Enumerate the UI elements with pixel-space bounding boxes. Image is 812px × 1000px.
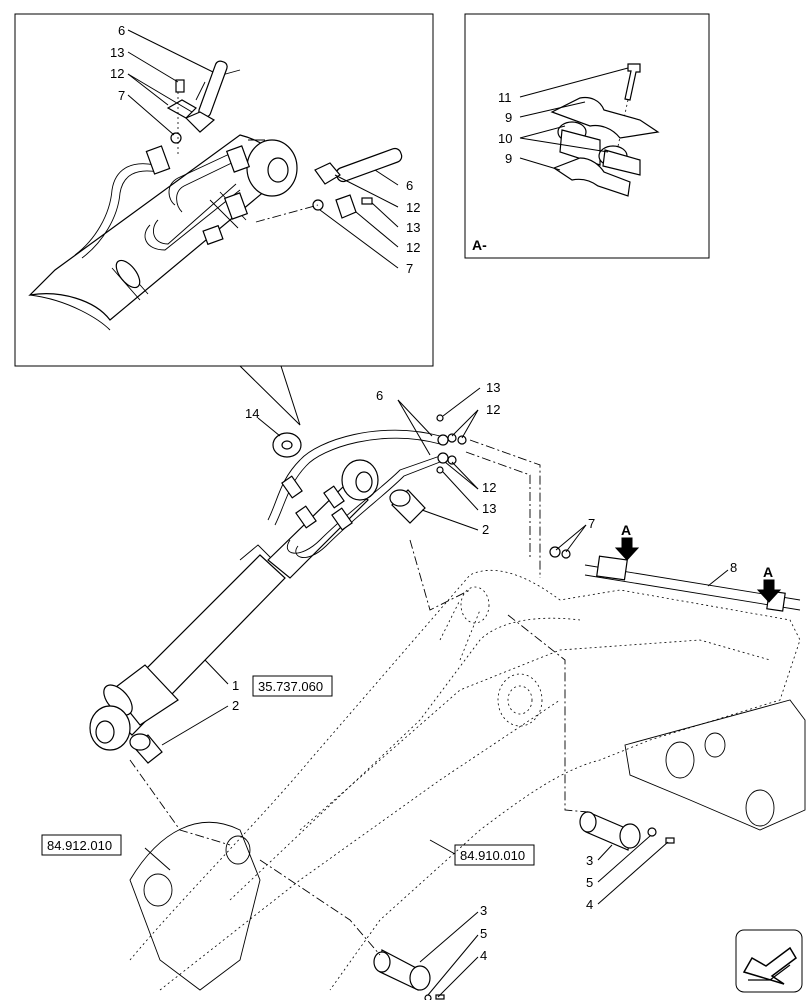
callout-13-main: 13 [486, 380, 500, 395]
callout-9-inset: 9 [505, 110, 512, 125]
next-page-button[interactable] [735, 929, 803, 993]
callout-2-main: 2 [482, 522, 489, 537]
inset-label: A- [472, 237, 487, 253]
callout-4-main-b: 4 [480, 948, 487, 963]
callout-4-main: 4 [586, 897, 593, 912]
callout-9-inset-b: 9 [505, 151, 512, 166]
arrow-icon [742, 946, 797, 985]
callout-5-main: 5 [586, 875, 593, 890]
callout-14-main: 14 [245, 406, 259, 421]
detail-view-box: 6 13 12 7 6 12 13 12 7 [14, 13, 434, 426]
callout-12-right: 12 [406, 200, 420, 215]
reference-bucket-link-text: 84.912.010 [47, 838, 112, 853]
callout-6-main: 6 [376, 388, 383, 403]
callout-13-right: 13 [406, 220, 420, 235]
reference-arm[interactable]: 84.910.010 [454, 844, 535, 866]
callout-12-right-b: 12 [406, 240, 420, 255]
view-arrow-a-1: A [621, 522, 631, 538]
callout-2-main-b: 2 [232, 698, 239, 713]
callout-1-main: 1 [232, 678, 239, 693]
callout-12-top: 12 [110, 66, 124, 81]
callout-12-main: 12 [486, 402, 500, 417]
callout-13-main-b: 13 [482, 501, 496, 516]
callout-7-top: 7 [118, 88, 125, 103]
reference-bucket-link[interactable]: 84.912.010 [41, 834, 122, 856]
callout-6-top: 6 [118, 23, 125, 38]
callout-5-main-b: 5 [480, 926, 487, 941]
main-assembly: 13 12 6 14 12 13 2 7 8 1 2 3 5 4 3 5 4 A… [41, 380, 806, 1000]
reference-cylinder[interactable]: 35.737.060 [252, 675, 333, 697]
inset-view-a: 11 9 10 9 A- [464, 13, 710, 259]
reference-cylinder-text: 35.737.060 [258, 679, 323, 694]
callout-10-inset: 10 [498, 131, 512, 146]
callout-3-main-b: 3 [480, 903, 487, 918]
callout-12-main-b: 12 [482, 480, 496, 495]
callout-11-inset: 11 [498, 90, 512, 105]
callout-8-main: 8 [730, 560, 737, 575]
callout-6-right: 6 [406, 178, 413, 193]
callout-7-main: 7 [588, 516, 595, 531]
reference-arm-text: 84.910.010 [460, 848, 525, 863]
callout-7-right: 7 [406, 261, 413, 276]
callout-3-main: 3 [586, 853, 593, 868]
view-arrow-a-2: A [763, 564, 773, 580]
callout-13-top: 13 [110, 45, 124, 60]
